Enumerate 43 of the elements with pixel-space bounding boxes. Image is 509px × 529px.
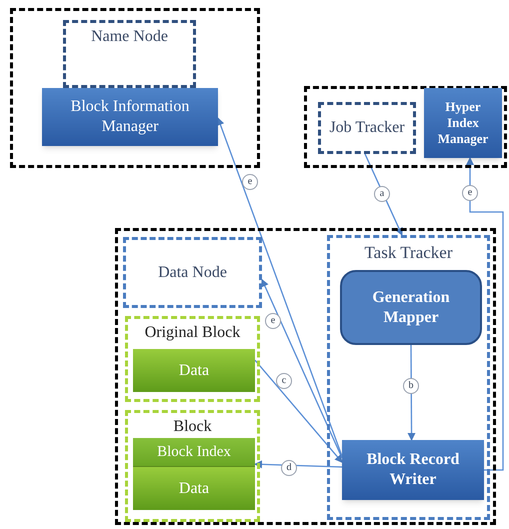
node-box [63, 20, 196, 88]
arrow [216, 117, 343, 456]
node-box [318, 102, 416, 154]
node-label: Block Information Manager [70, 97, 190, 137]
node-label: Data [178, 478, 210, 498]
arrow [254, 360, 343, 463]
node-label: Block Record Writer [366, 450, 460, 490]
edge-label: e [242, 174, 258, 190]
arrow [466, 157, 504, 471]
node-label: Job Tracker [328, 118, 406, 138]
node-label: Block Index [156, 442, 232, 462]
node-label: Data Node [157, 262, 228, 282]
edge-label: b [403, 378, 419, 394]
index-box [133, 438, 255, 467]
process-box [342, 440, 484, 500]
node-box [123, 237, 262, 308]
tracker-container [327, 235, 490, 520]
node-label: Generation Mapper [371, 288, 451, 328]
group-boundary [10, 8, 260, 168]
edge-label: c [276, 373, 292, 389]
node-label: Task Tracker [363, 242, 454, 264]
process-box [424, 88, 502, 158]
process-box [340, 270, 482, 345]
arrow [408, 345, 416, 441]
arrow [254, 460, 342, 468]
process-box [42, 88, 218, 146]
arrow [261, 278, 343, 458]
arrow [364, 154, 403, 236]
node-label: Original Block [144, 323, 242, 343]
node-label: Name Node [90, 27, 169, 47]
block-container [125, 316, 260, 402]
group-boundary [304, 86, 507, 168]
node-label: Data [178, 360, 210, 380]
data-box [133, 349, 255, 392]
block-container [125, 410, 260, 522]
edge-label: e [462, 185, 478, 201]
node-label: Hyper Index Manager [436, 98, 490, 148]
edge-label: a [374, 186, 390, 202]
edge-label: e [265, 313, 281, 329]
group-boundary [115, 228, 496, 525]
node-label: Block [172, 417, 213, 437]
data-box [133, 467, 255, 510]
edge-label: d [281, 460, 297, 476]
